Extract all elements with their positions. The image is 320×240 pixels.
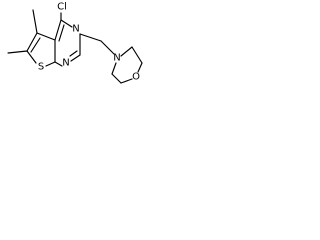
atom-thiophene-s: S <box>38 62 44 73</box>
bond-c4-n3 <box>60 19 73 28</box>
bond-c4a-c4-double <box>58 24 65 42</box>
atom-morpholine-n: N <box>113 53 120 64</box>
bond-morph-o-c3 <box>120 78 133 84</box>
bond-morph-c3-c4 <box>111 73 122 84</box>
chemical-structure-diagram: Cl N N S N O <box>7 2 143 84</box>
bond-c4a-c3 <box>36 32 56 41</box>
atom-pyrimidine-n-top: N <box>72 24 79 35</box>
bond-morph-c4-n <box>111 62 117 75</box>
bond-c2-n1 <box>70 54 81 62</box>
bond-c4a-c4 <box>54 19 62 41</box>
bond-c2-ch2 <box>79 33 102 42</box>
bond-methyl-upper <box>32 9 38 34</box>
bond-c2-n1-double <box>69 50 78 57</box>
atom-chlorine: Cl <box>57 2 67 13</box>
bond-morph-n-c1 <box>120 46 133 57</box>
atom-pyrimidine-n-bottom: N <box>62 58 69 69</box>
bond-c3-c2t-double <box>30 37 41 53</box>
bond-methyl-lower <box>7 50 28 54</box>
atom-morpholine-o: O <box>132 72 140 83</box>
bond-morph-c2-o <box>137 62 143 73</box>
bond-s-c7a <box>45 61 56 67</box>
bond-c2t-s <box>26 50 37 64</box>
bond-c3-c2t <box>26 32 38 52</box>
atom-labels: Cl N N S N O <box>38 2 140 83</box>
bond-n1-c7a <box>54 61 63 67</box>
bond-morph-c1-c2 <box>131 46 143 64</box>
bond-ch2-n <box>100 40 115 55</box>
bonds <box>7 9 143 84</box>
